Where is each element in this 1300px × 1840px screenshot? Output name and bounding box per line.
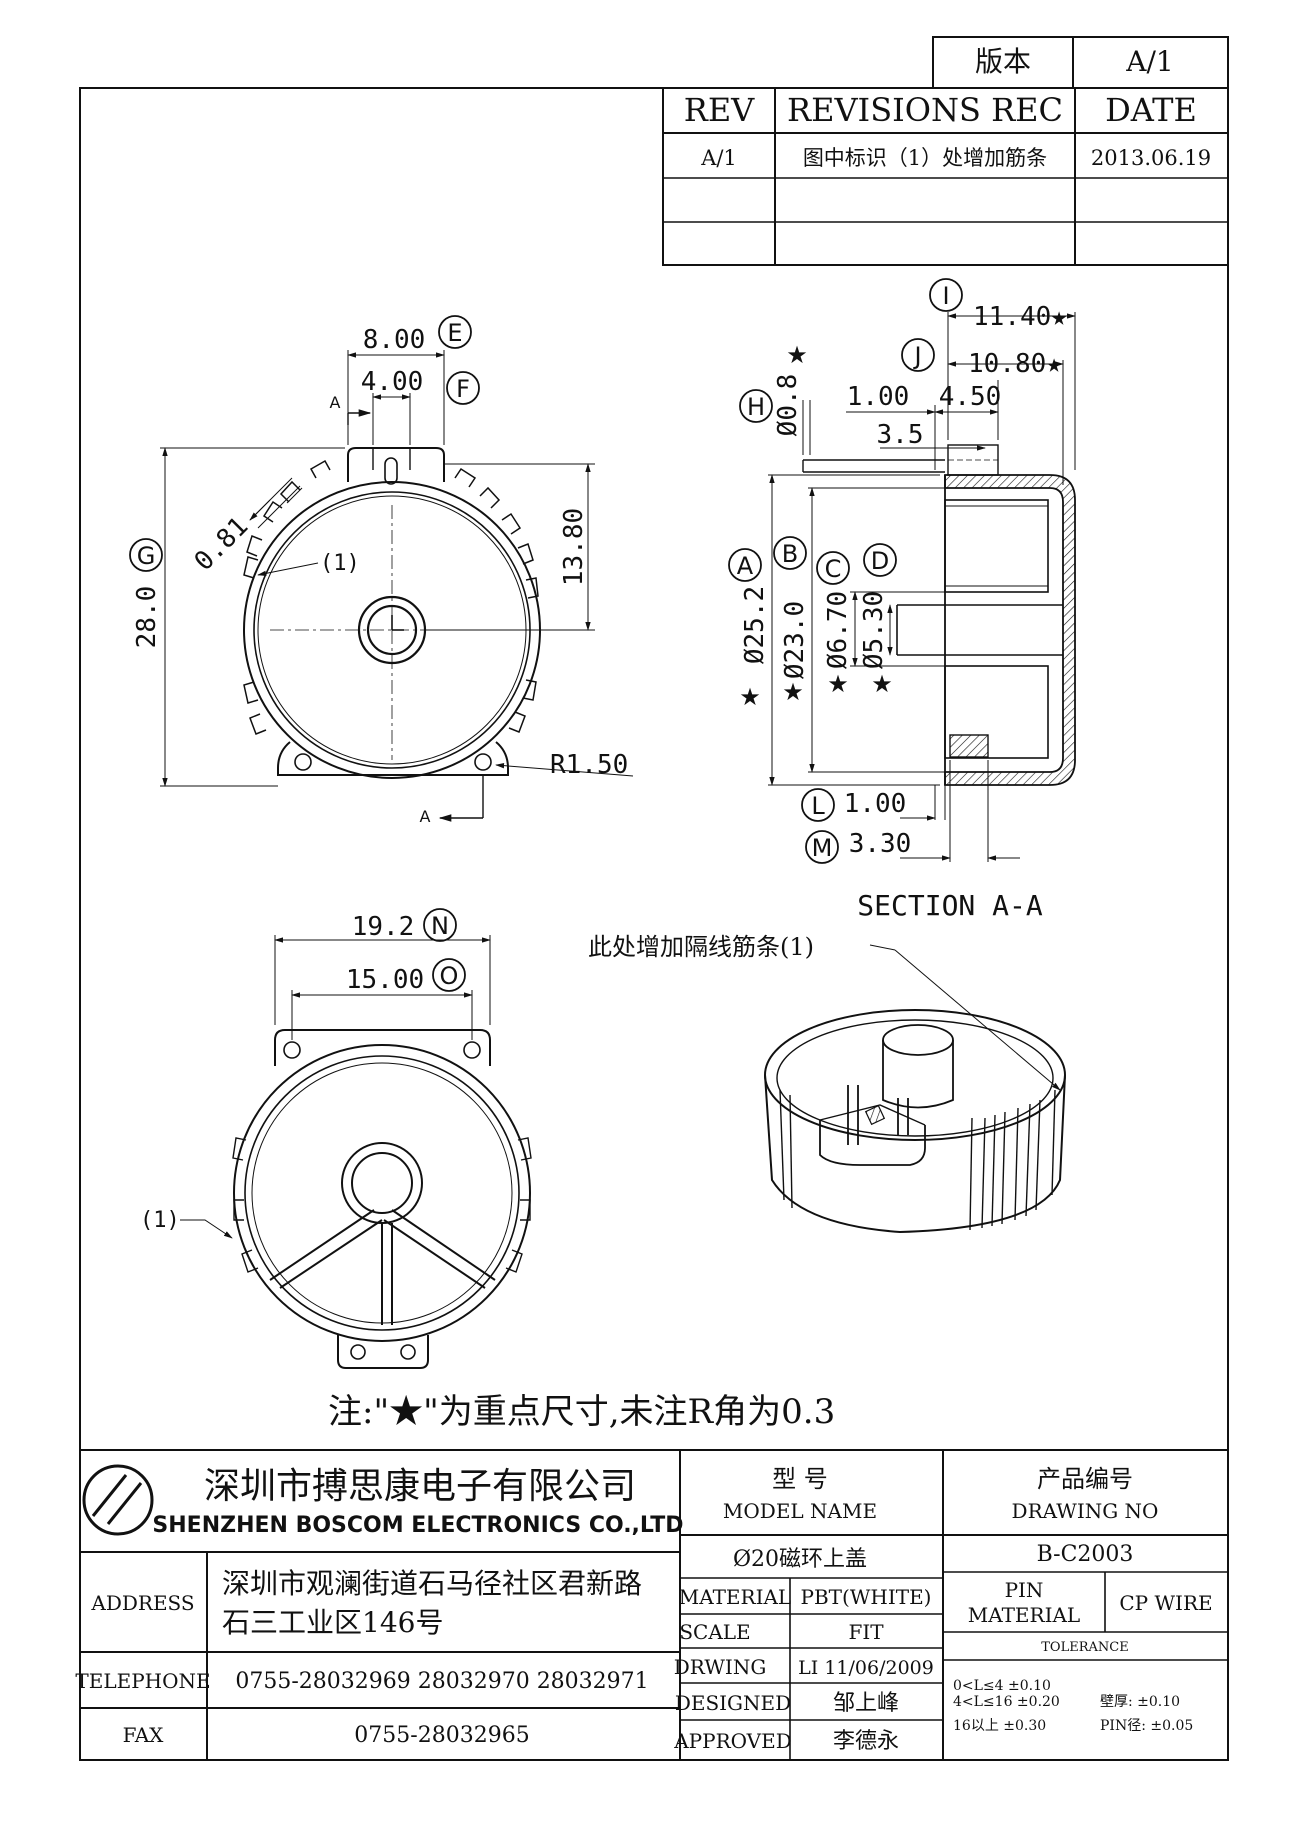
star-d: ★ (871, 670, 893, 698)
iso-view: 此处增加隔线筋条(1) (588, 933, 1066, 1234)
version-label: 版本 (975, 45, 1031, 78)
material-label: MATERIAL (679, 1585, 791, 1609)
dim-j-label: 10.80★ (968, 349, 1062, 379)
section-title: SECTION A-A (857, 889, 1043, 922)
dim-m-label: 3.30 (849, 829, 912, 859)
dim-b-label: Ø23.0 (780, 601, 810, 679)
tolerance-row-3: 16以上 ±0.30 (953, 1718, 1046, 1734)
designed-label: DESIGNED (675, 1691, 791, 1715)
scale-label: SCALE (679, 1620, 750, 1644)
approved-label: APPROVED (673, 1729, 792, 1753)
drawing-no-label-cn: 产品编号 (1037, 1465, 1133, 1493)
fax-value: 0755-28032965 (354, 1723, 529, 1748)
dim-081-label: 0.81 (189, 511, 254, 576)
date-header: DATE (1105, 91, 1197, 129)
company-name-en: SHENZHEN BOSCOM ELECTRONICS CO.,LTD (152, 1513, 683, 1538)
bottom-callout-1: (1) (140, 1208, 180, 1233)
dim-n-label: 19.2 (352, 912, 415, 942)
telephone-value: 0755-28032969 28032970 28032971 (235, 1669, 648, 1694)
dim-i-label: 11.40★ (973, 302, 1067, 332)
material-value: PBT(WHITE) (801, 1585, 932, 1609)
drawing-note: 注:"★"为重点尺寸,未注R角为0.3 (328, 1392, 835, 1432)
rec-header: REVISIONS REC (787, 91, 1063, 129)
tag-c: C (825, 555, 842, 583)
star-b: ★ (782, 678, 804, 706)
dim-8-label: 8.00 (363, 325, 426, 355)
section-mark-top: A (330, 393, 341, 412)
dim-450-label: 4.50 (939, 382, 1002, 412)
address-line2: 石三工业区146号 (222, 1606, 443, 1639)
bottom-view: 19.2 N 15.00 O (1) (140, 908, 532, 1369)
address-line1: 深圳市观澜街道石马径社区君新路 (222, 1567, 642, 1600)
dim-28-label: 28.0 (132, 586, 162, 649)
dim-l-label: 1.00 (844, 789, 907, 819)
tag-h: H (747, 393, 765, 421)
rev-header: REV (684, 91, 755, 129)
rec-cell: 图中标识（1）处增加筋条 (803, 146, 1047, 170)
dim-100-top-label: 1.00 (847, 382, 910, 412)
dim-h-label: Ø0.8 (773, 374, 803, 437)
section-view: 11.40★ I 10.80★ J 1.00 4.50 3.5 Ø0.8 ★ H… (728, 278, 1076, 922)
version-value: A/1 (1125, 45, 1173, 78)
dim-a-label: Ø25.2 (740, 586, 770, 664)
dim-138-label: 13.80 (559, 508, 589, 586)
pin-label-1: PIN (1005, 1578, 1044, 1602)
tolerance-row-1: 0<L≤4 ±0.10 (953, 1678, 1051, 1694)
star-a: ★ (739, 683, 761, 711)
dim-c-label: Ø6.70 (823, 591, 853, 669)
tag-b: B (782, 540, 798, 568)
scale-value: FIT (848, 1620, 884, 1644)
rev-cell: A/1 (700, 146, 737, 170)
star-c: ★ (827, 670, 849, 698)
pin-label-2: MATERIAL (968, 1603, 1080, 1627)
front-callout-1: (1) (320, 551, 360, 576)
tag-m: M (812, 834, 833, 862)
pin-value: CP WIRE (1119, 1591, 1212, 1615)
title-block: 深圳市搏思康电子有限公司 SHENZHEN BOSCOM ELECTRONICS… (75, 1449, 1228, 1760)
drwing-label: DRWING (674, 1655, 767, 1679)
drawing-no-value: B-C2003 (1037, 1542, 1134, 1567)
company-logo (82, 1464, 154, 1536)
company-name-cn: 深圳市搏思康电子有限公司 (204, 1466, 636, 1507)
tag-o: O (440, 962, 459, 990)
tag-f: F (456, 375, 470, 403)
section-mark-bottom: A (420, 807, 431, 826)
model-value: Ø20磁环上盖 (733, 1547, 867, 1572)
drwing-value: LI 11/06/2009 (798, 1657, 934, 1679)
tag-a: A (737, 552, 754, 580)
tag-l: L (811, 792, 825, 820)
wall-tolerance: 壁厚: ±0.10 (1100, 1694, 1180, 1710)
version-block: 版本 A/1 (932, 36, 1229, 89)
designed-value: 邹上峰 (833, 1691, 899, 1716)
tag-i: I (942, 282, 949, 310)
star-h: ★ (786, 341, 808, 369)
fax-label: FAX (123, 1723, 165, 1747)
tag-n: N (431, 912, 449, 940)
dim-d-label: Ø5.30 (859, 591, 889, 669)
approved-value: 李德永 (833, 1729, 899, 1754)
tag-d: D (871, 547, 889, 575)
date-cell: 2013.06.19 (1091, 146, 1211, 170)
dim-35-label: 3.5 (877, 420, 924, 450)
model-label-en: MODEL NAME (723, 1499, 877, 1523)
dim-o-label: 15.00 (346, 965, 424, 995)
tag-g: G (137, 542, 156, 570)
tag-j: J (912, 342, 921, 370)
tag-e: E (447, 319, 462, 347)
dim-4-label: 4.00 (361, 367, 424, 397)
tolerance-row-2: 4<L≤16 ±0.20 (953, 1694, 1060, 1710)
tolerance-label: TOLERANCE (1041, 1640, 1128, 1655)
telephone-label: TELEPHONE (75, 1669, 210, 1693)
front-view: 8.00 E 4.00 F A A 0.81 28.0 G (129, 315, 634, 826)
iso-callout: 此处增加隔线筋条(1) (588, 933, 814, 961)
address-label: ADDRESS (90, 1591, 194, 1615)
drawing-no-label-en: DRAWING NO (1012, 1499, 1159, 1523)
pin-dia-tolerance: PIN径: ±0.05 (1100, 1718, 1193, 1734)
dim-r150-label: R1.50 (550, 750, 628, 780)
model-label-cn: 型 号 (772, 1465, 828, 1493)
revision-table: REV REVISIONS REC DATE A/1 图中标识（1）处增加筋条 … (662, 87, 1229, 266)
sheet-border (79, 87, 1229, 1761)
